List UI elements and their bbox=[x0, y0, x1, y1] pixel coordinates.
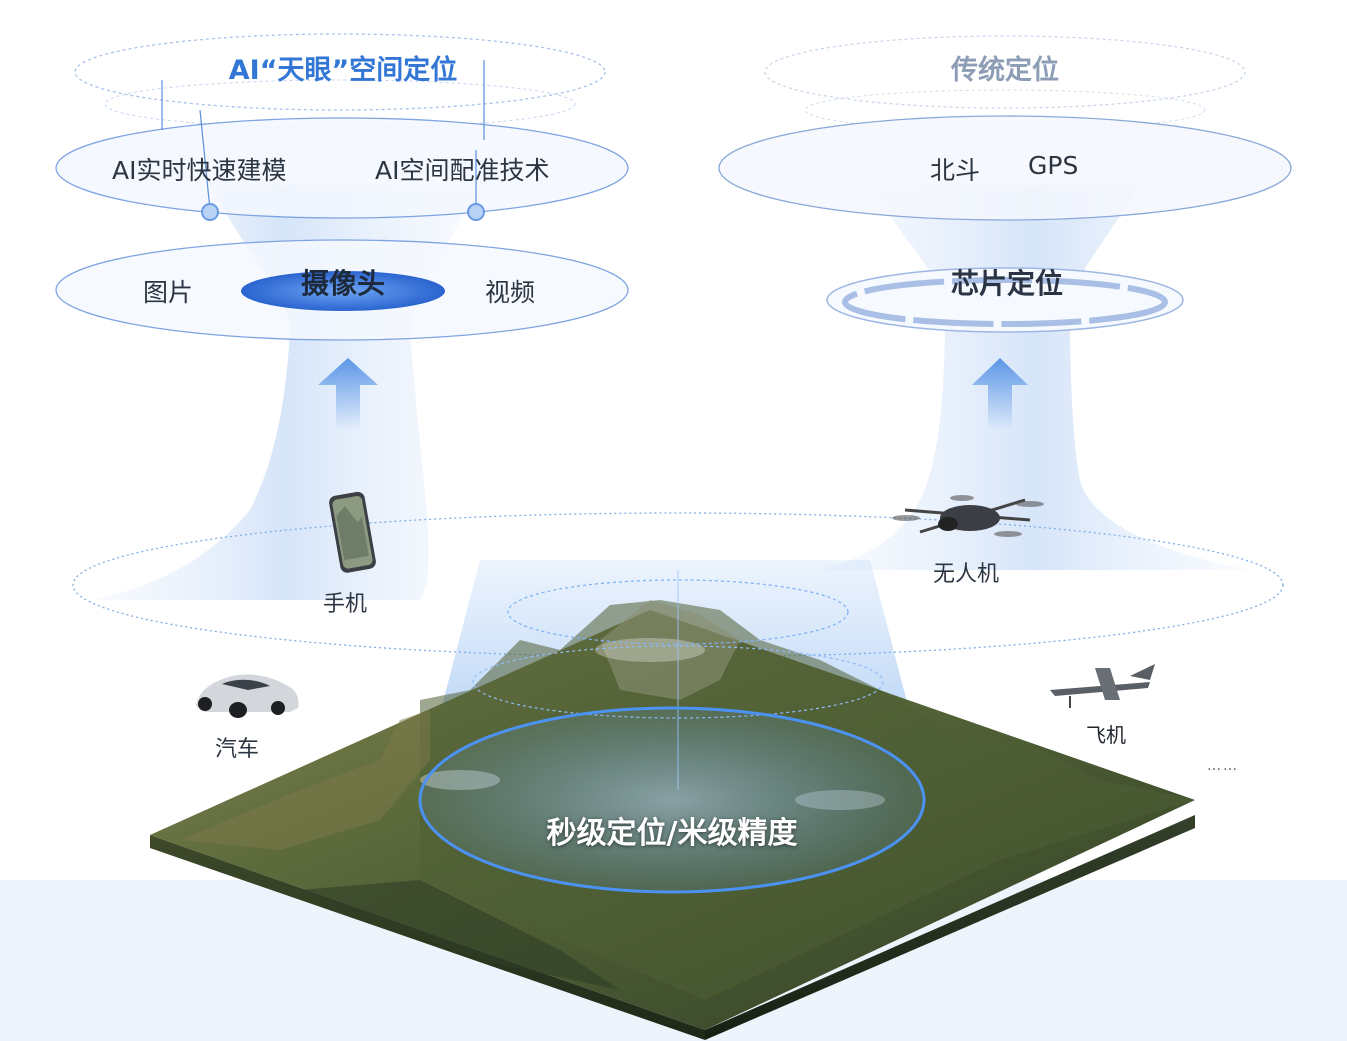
upper-scan-ring bbox=[507, 579, 849, 645]
chip-positioning-label: 芯片定位 bbox=[950, 267, 1064, 300]
source-item-video: 视频 bbox=[485, 278, 536, 307]
coverage-ring bbox=[72, 512, 1284, 658]
drone-label: 无人机 bbox=[932, 562, 1000, 587]
more-devices-ellipsis: …… bbox=[1207, 758, 1239, 774]
chip-ring-inner bbox=[842, 277, 1168, 327]
right-tech-disc bbox=[718, 115, 1292, 221]
right-top-ring-inner bbox=[804, 89, 1206, 131]
left-tech-disc bbox=[55, 117, 629, 219]
camera-disc bbox=[241, 271, 445, 311]
right-tech-item-2: GPS bbox=[1028, 151, 1079, 180]
right-top-ring bbox=[764, 35, 1246, 109]
up-arrow-icon bbox=[318, 358, 378, 430]
right-title: 传统定位 bbox=[951, 55, 1059, 86]
phone-icon bbox=[329, 491, 376, 573]
right-tech-item-1: 北斗 bbox=[930, 156, 981, 185]
left-tech-item-2: AI空间配准技术 bbox=[375, 156, 550, 185]
drone-icon bbox=[892, 495, 1044, 537]
left-top-ring-inner bbox=[104, 79, 576, 129]
car-label: 汽车 bbox=[214, 737, 260, 762]
node-dot-right bbox=[467, 203, 485, 221]
mid-scan-ring bbox=[472, 645, 884, 719]
left-title: AI“天眼”空间定位 bbox=[228, 55, 458, 86]
left-top-ring bbox=[74, 33, 606, 111]
terrain-side-right bbox=[705, 815, 1195, 1040]
car-icon bbox=[196, 674, 299, 718]
plane-icon bbox=[1050, 664, 1155, 708]
plane-label: 飞机 bbox=[1086, 723, 1126, 747]
location-highlight bbox=[418, 706, 926, 894]
left-funnel bbox=[55, 33, 629, 600]
node-dot-left bbox=[201, 203, 219, 221]
phone-label: 手机 bbox=[322, 592, 368, 617]
source-item-image: 图片 bbox=[143, 278, 194, 307]
up-arrow-icon bbox=[972, 358, 1028, 430]
terrain-caption: 秒级定位/米级精度 bbox=[546, 816, 798, 851]
source-item-camera: 摄像头 bbox=[300, 267, 386, 300]
left-tech-item-1: AI实时快速建模 bbox=[112, 156, 287, 185]
right-funnel bbox=[718, 35, 1292, 570]
